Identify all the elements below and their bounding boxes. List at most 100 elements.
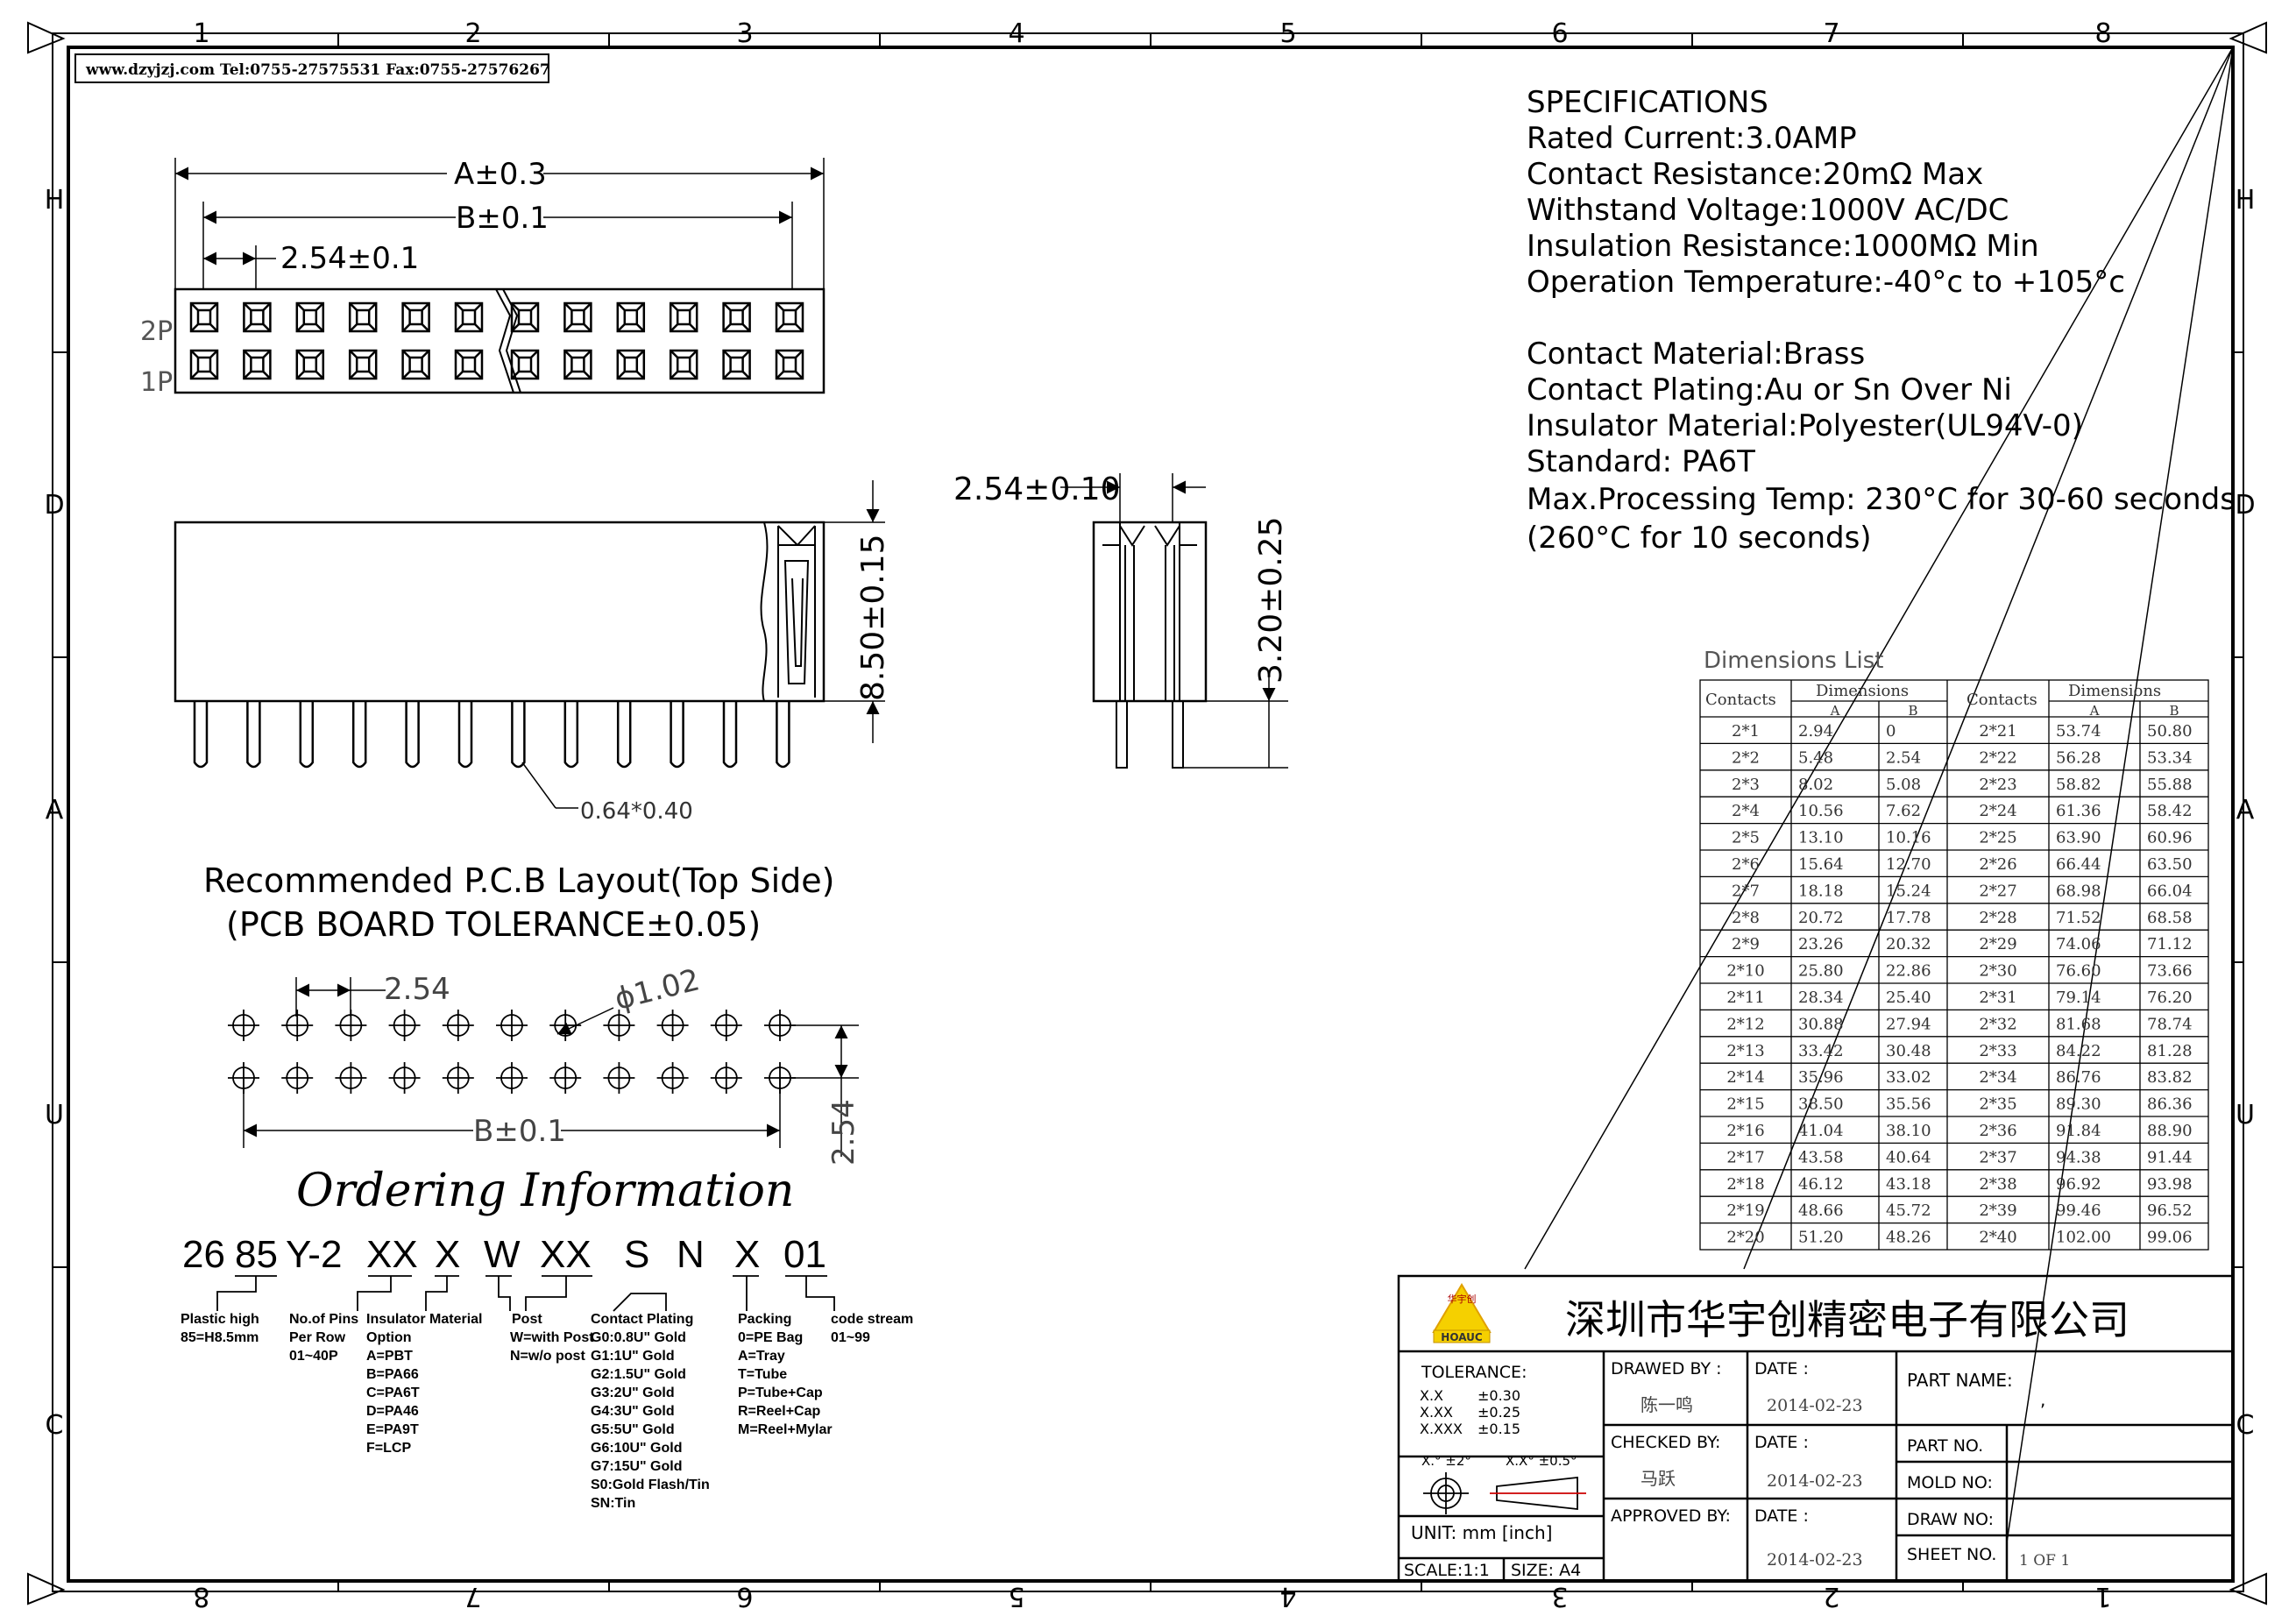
- dim-row-a: 5.48: [1798, 748, 1833, 767]
- dim-row-contacts: 2*3: [1732, 776, 1760, 794]
- dim-row-contacts: 2*32: [1979, 1015, 2016, 1033]
- logo-cn: 华宇创: [1448, 1293, 1477, 1305]
- spec-line: Contact Material:Brass: [1527, 337, 1865, 372]
- order-note-line: 01~40P: [289, 1349, 338, 1364]
- company-logo: 华宇创 HOAUC: [1432, 1283, 1492, 1343]
- dim-row-contacts: 2*15: [1726, 1095, 1764, 1114]
- contact-cell-inner: [461, 308, 477, 326]
- dim-row-b: 20.32: [1886, 935, 1931, 953]
- contact-cell-inner: [517, 356, 533, 373]
- website-text: www.dzyjzj.com Tel:0755-27575531 Fax:075…: [85, 61, 550, 79]
- corner-triangle-icons: [27, 21, 2267, 1605]
- contact-cell: [510, 349, 540, 380]
- pcb-tolerance: (PCB BOARD TOLERANCE±0.05): [226, 905, 761, 944]
- order-note-line: N=w/o post: [510, 1349, 585, 1364]
- dim-row-b: 40.64: [1886, 1148, 1931, 1166]
- pin-tail: [246, 701, 261, 769]
- pcb-hole-label: ϕ1.02: [612, 962, 704, 1017]
- dim-row-b: 93.98: [2147, 1175, 2193, 1194]
- dim-row-contacts: 2*21: [1979, 722, 2016, 741]
- order-leader-line: [357, 1276, 392, 1311]
- frame-col-label-bottom: 6: [736, 1581, 753, 1612]
- contact-cell: [722, 349, 751, 380]
- contact-cell: [401, 301, 430, 333]
- frame-col-label: 1: [193, 18, 209, 49]
- spec-line: Operation Temperature:-40°c to +105°c: [1527, 265, 2125, 300]
- projection-symbol-icon: [1423, 1472, 1586, 1514]
- dim-row-a: 28.34: [1798, 989, 1844, 1007]
- contact-cell: [189, 301, 219, 333]
- order-leader-line: [216, 1276, 257, 1311]
- order-note-line: R=Reel+Cap: [738, 1404, 820, 1419]
- frame-row-label-right: C: [2236, 1410, 2255, 1441]
- order-note-line: Contact Plating: [591, 1312, 693, 1327]
- dim-row-contacts: 2*7: [1732, 882, 1760, 900]
- order-note-line: G0:0.8U" Gold: [591, 1330, 686, 1345]
- spec-line: Insulator Material:Polyester(UL94V-0): [1527, 408, 2083, 443]
- contact-cell-bevel: [243, 350, 272, 379]
- angle-tol-2: X.X° ±0.5°: [1506, 1453, 1577, 1469]
- order-note-line: G2:1.5U" Gold: [591, 1367, 686, 1382]
- dim-head-contacts: Contacts: [1966, 691, 2037, 709]
- dim-row-contacts: 2*26: [1979, 855, 2016, 874]
- dim-row-a: 71.52: [2056, 909, 2101, 927]
- dim-row-contacts: 2*22: [1979, 748, 2016, 767]
- dim-row-a: 2.94: [1798, 722, 1833, 741]
- dim-row-contacts: 2*25: [1979, 829, 2016, 847]
- contact-cell: [510, 301, 540, 333]
- pin-tail: [351, 701, 367, 769]
- spec-line: Max.Processing Temp: 230°C for 30-60 sec…: [1527, 482, 2236, 517]
- pin-tail: [670, 701, 684, 769]
- contact-cell-inner: [408, 356, 423, 373]
- dim-row-contacts: 2*28: [1979, 909, 2016, 927]
- dim-row-a: 61.36: [2056, 802, 2101, 820]
- contact-cell-inner: [196, 308, 212, 326]
- contact-cell: [454, 349, 484, 380]
- dim-row-contacts: 2*39: [1979, 1201, 2016, 1220]
- frame-row-label: A: [46, 795, 64, 826]
- order-code-part: N: [677, 1233, 705, 1276]
- frame-row-label-right: A: [2236, 795, 2255, 826]
- dim-row-contacts: 2*30: [1979, 962, 2016, 981]
- contact-cell-bevel: [190, 302, 218, 332]
- order-note-line: F=LCP: [366, 1441, 411, 1456]
- checked-by-value: 马跃: [1641, 1468, 1676, 1489]
- frame-col-label-bottom: 4: [1279, 1581, 1296, 1612]
- contact-cell-bevel: [455, 350, 483, 379]
- dim-row-b: 88.90: [2147, 1122, 2193, 1140]
- dim-row-contacts: 2*34: [1979, 1068, 2016, 1087]
- dim-row-contacts: 2*20: [1726, 1229, 1764, 1247]
- order-code-part: X: [734, 1233, 760, 1276]
- dim-pitch-label: 2.54±0.1: [280, 241, 419, 276]
- dim-row-contacts: 2*16: [1726, 1122, 1764, 1140]
- dim-row-b: 15.24: [1886, 882, 1931, 900]
- dim-row-a: 89.30: [2056, 1095, 2101, 1114]
- dim-row-contacts: 2*12: [1726, 1015, 1764, 1033]
- frame-col-label: 7: [1823, 18, 1839, 49]
- dim-row-contacts: 2*2: [1732, 748, 1760, 767]
- scale-label: SCALE:1:1: [1404, 1561, 1490, 1580]
- size-label: SIZE: A4: [1511, 1561, 1581, 1580]
- order-note-line: B=PA66: [366, 1367, 419, 1382]
- contact-cell: [563, 301, 592, 333]
- dim-row-b: 55.88: [2147, 776, 2193, 794]
- dim-row-b: 12.70: [1886, 855, 1931, 874]
- dim-head-ab: A: [1830, 703, 1840, 719]
- dim-row-a: 99.46: [2056, 1201, 2101, 1220]
- sheet-no-value: 1 OF 1: [2019, 1552, 2070, 1570]
- contact-cell-bevel: [776, 350, 804, 379]
- contact-cell: [348, 349, 378, 380]
- order-note-line: 85=H8.5mm: [181, 1330, 259, 1345]
- dim-row-contacts: 2*13: [1726, 1042, 1764, 1060]
- dim-head-ab: B: [2169, 703, 2179, 719]
- tolerance-value: ±0.25: [1478, 1404, 1520, 1421]
- dim-row-a: 53.74: [2056, 722, 2101, 741]
- contact-cell-inner: [782, 356, 797, 373]
- construction-lines: [1524, 46, 2234, 1543]
- checked-by-label: CHECKED BY:: [1611, 1433, 1720, 1452]
- dim-row-b: 0: [1886, 722, 1896, 741]
- order-note-line: T=Tube: [738, 1367, 787, 1382]
- dim-row-contacts: 2*36: [1979, 1122, 2016, 1140]
- order-note-line: Insulator Material: [366, 1312, 482, 1327]
